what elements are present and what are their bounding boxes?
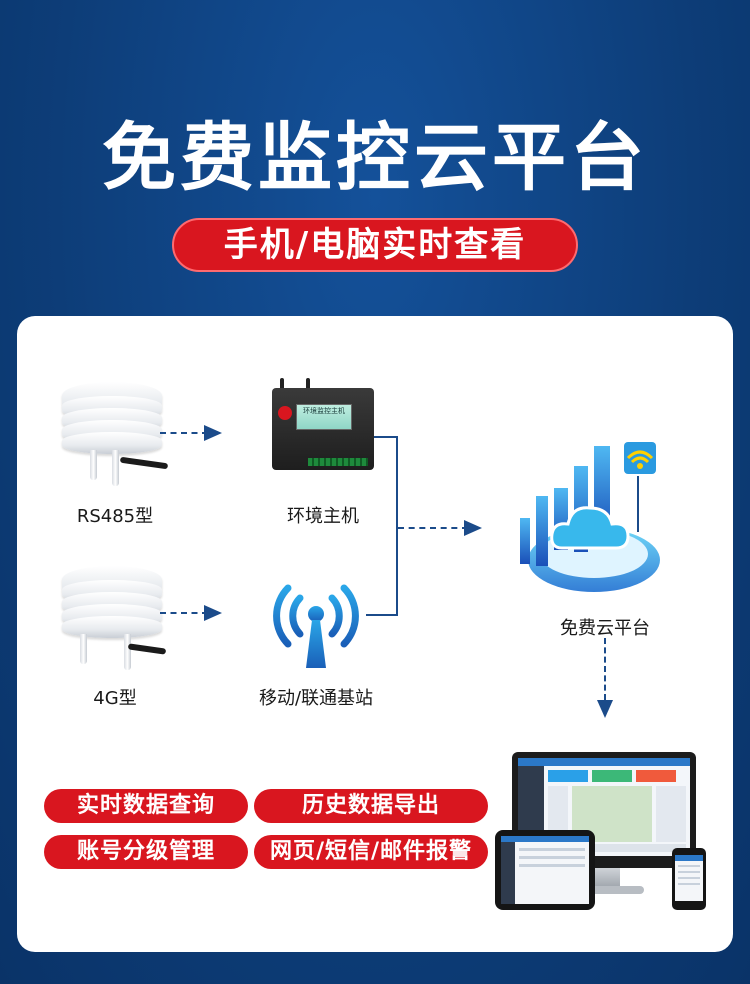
station-to-cloud-line: [366, 614, 398, 616]
feature-account-management: 账号分级管理: [44, 835, 248, 869]
4g-arrow-icon: [204, 605, 222, 621]
rs485-arrow-icon: [204, 425, 222, 441]
4g-link-line: [160, 612, 208, 614]
4g-label: 4G型: [93, 688, 137, 709]
feature-realtime-query: 实时数据查询: [44, 789, 248, 823]
feature-alerts: 网页/短信/邮件报警: [254, 835, 488, 869]
host-logo-icon: [278, 406, 292, 420]
monitor-base: [568, 886, 644, 894]
page-title: 免费监控云平台: [102, 115, 648, 201]
vertical-connector: [396, 436, 398, 616]
environment-host-image: 环境监控主机: [272, 388, 374, 470]
host-antenna-right: [306, 378, 310, 392]
subtitle-badge: 手机/电脑实时查看: [172, 218, 578, 272]
phone-screen: [675, 855, 703, 901]
tablet-image: [495, 830, 595, 910]
host-to-cloud-line: [374, 436, 398, 438]
base-station-icon: [273, 584, 359, 668]
rs485-link-line: [160, 432, 208, 434]
host-screen: 环境监控主机: [296, 404, 352, 430]
devices-arrow-icon: [597, 700, 613, 718]
feature-history-export: 历史数据导出: [254, 789, 488, 823]
cloud-arrow-icon: [464, 520, 482, 536]
cloud-platform-icon: [520, 442, 660, 592]
station-label: 移动/联通基站: [258, 688, 374, 709]
host-label: 环境主机: [287, 506, 359, 527]
phone-image: [672, 848, 706, 910]
4g-sensor-image: [62, 566, 172, 676]
rs485-sensor-image: [62, 382, 172, 492]
monitor-stand: [590, 868, 620, 888]
merge-to-cloud-line: [398, 527, 468, 529]
host-terminals: [308, 458, 368, 466]
rs485-label: RS485型: [76, 506, 154, 527]
host-antenna-left: [280, 378, 284, 392]
cloud-label: 免费云平台: [560, 618, 650, 639]
cloud-to-devices-line: [604, 638, 606, 700]
tablet-screen: [501, 836, 589, 904]
